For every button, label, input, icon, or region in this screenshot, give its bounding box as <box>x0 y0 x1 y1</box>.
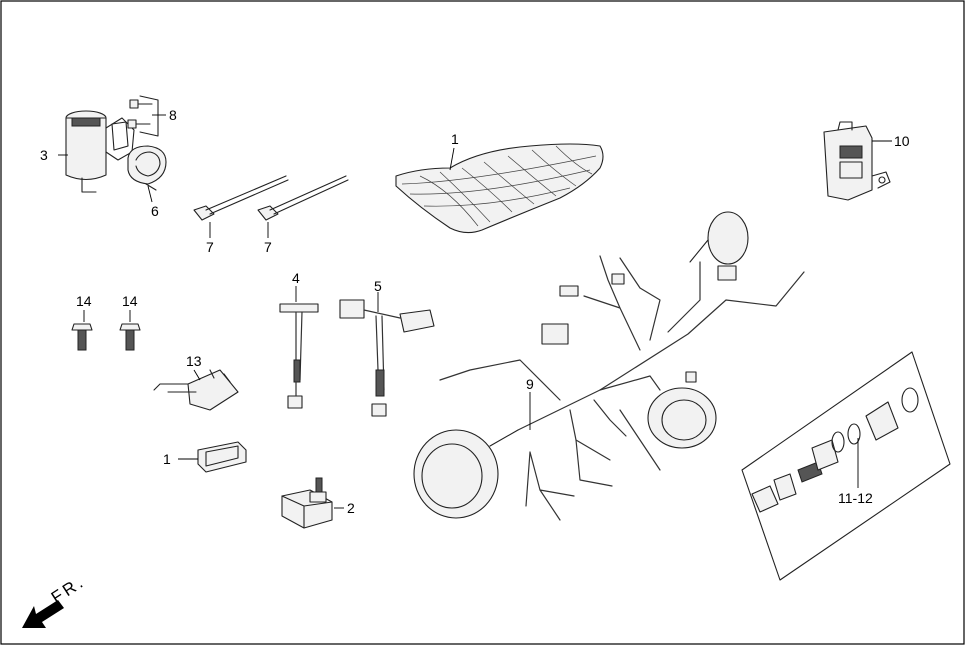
usb-socket-part-3 <box>65 110 135 193</box>
callout-8: 8 <box>169 107 177 123</box>
callout-2: 2 <box>347 500 355 516</box>
leader-lines <box>58 114 892 509</box>
callout-5: 5 <box>374 278 382 294</box>
bolt-part-14a <box>71 323 93 351</box>
callout-4: 4 <box>292 270 300 286</box>
callout-11-12: 11-12 <box>838 490 873 506</box>
callout-1-seat: 1 <box>451 131 459 147</box>
callout-13: 13 <box>186 353 202 369</box>
callout-1-clip: 1 <box>163 451 171 467</box>
bolt-part-14b <box>119 323 141 351</box>
bracket-part-13 <box>153 369 239 411</box>
front-direction-label: FR. <box>48 572 89 608</box>
handlebar-switch-part-10 <box>823 121 891 201</box>
switch-assembly-part-11-12 <box>741 351 951 581</box>
callout-3: 3 <box>40 147 48 163</box>
sub-harness-part-4 <box>279 303 319 409</box>
callout-14a: 14 <box>76 293 92 309</box>
callout-9: 9 <box>526 376 534 392</box>
callout-7a: 7 <box>206 239 214 255</box>
cable-tie-part-7b <box>257 175 349 221</box>
screws-part-8 <box>127 95 159 137</box>
callout-10: 10 <box>894 133 910 149</box>
cable-tie-part-7a <box>193 175 289 221</box>
main-harness-part-9 <box>413 211 805 521</box>
clip-part-1 <box>197 441 247 473</box>
bracket-part-6 <box>127 145 167 191</box>
callout-6: 6 <box>151 203 159 219</box>
sub-harness-part-5 <box>339 299 435 417</box>
seat-part-1 <box>395 143 604 234</box>
relay-part-2 <box>281 477 333 529</box>
callout-14b: 14 <box>122 293 138 309</box>
callout-7b: 7 <box>264 239 272 255</box>
front-direction-arrow-icon <box>22 600 64 628</box>
